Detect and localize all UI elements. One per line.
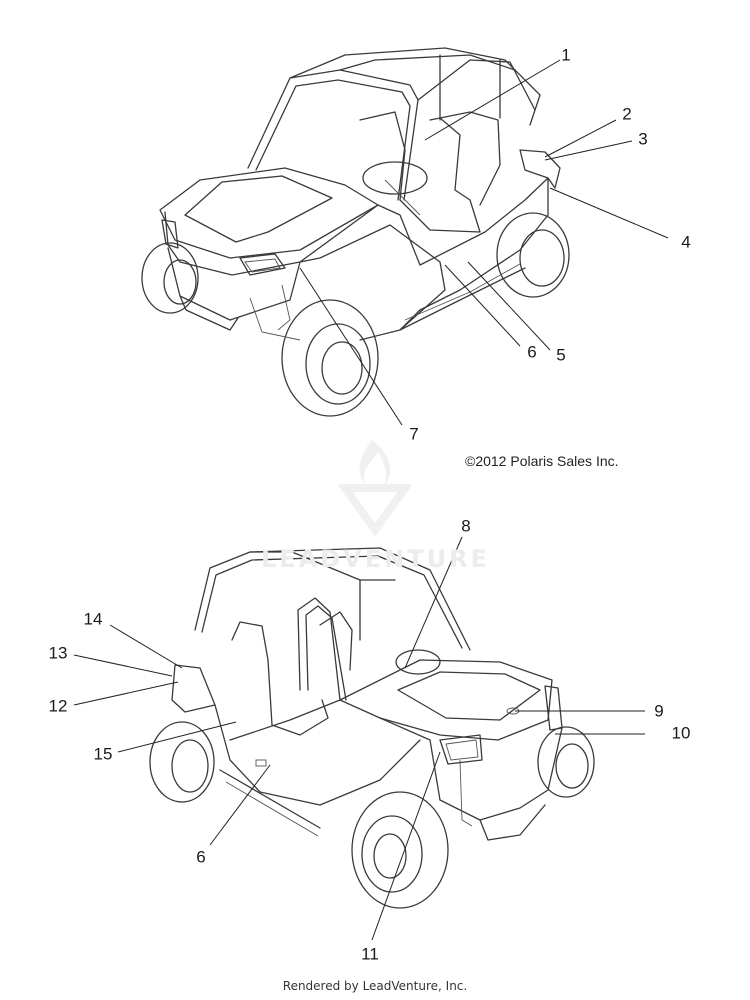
vehicle-bottom-illustration — [149, 547, 595, 909]
callout-5[interactable]: 5 — [556, 345, 566, 365]
callout-13[interactable]: 13 — [48, 643, 68, 663]
bottom-leader-lines — [73, 536, 645, 941]
vehicle-top-illustration — [141, 47, 570, 417]
callout-6-bottom[interactable]: 6 — [196, 847, 206, 867]
callout-11[interactable]: 11 — [361, 944, 379, 964]
watermark-text: LEADVENTURE — [261, 545, 490, 573]
callout-3[interactable]: 3 — [638, 129, 648, 149]
top-leader-lines — [299, 59, 669, 426]
callout-2[interactable]: 2 — [622, 104, 632, 124]
callout-6-top[interactable]: 6 — [527, 342, 537, 362]
callout-12[interactable]: 12 — [48, 696, 68, 716]
footer-credit: Rendered by LeadVenture, Inc. — [282, 979, 468, 993]
callout-10[interactable]: 10 — [671, 723, 691, 743]
callout-14[interactable]: 14 — [83, 609, 103, 629]
watermark-logo — [337, 440, 413, 537]
copyright-notice: ©2012 Polaris Sales Inc. — [465, 453, 619, 469]
callout-1[interactable]: 1 — [561, 45, 571, 65]
callout-4[interactable]: 4 — [681, 232, 691, 252]
callout-8[interactable]: 8 — [461, 516, 471, 536]
callout-15[interactable]: 15 — [93, 744, 113, 764]
callout-9[interactable]: 9 — [654, 701, 664, 721]
callout-7[interactable]: 7 — [409, 424, 419, 444]
